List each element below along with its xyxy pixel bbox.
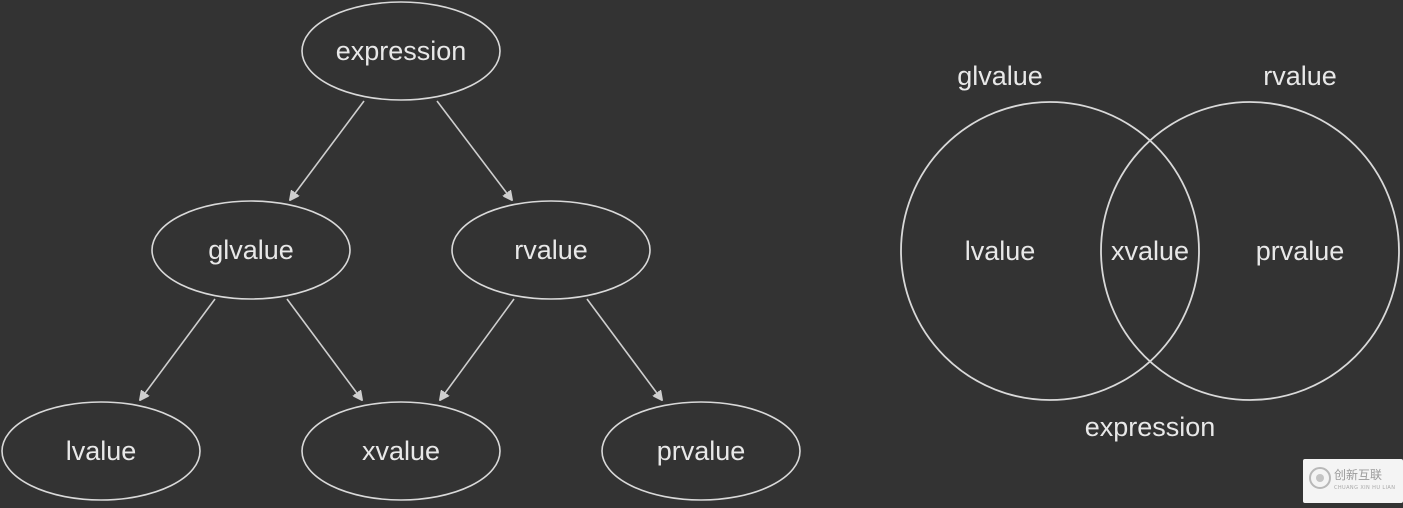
venn-xvalue-label: xvalue [1111,236,1189,266]
venn-prvalue-label: prvalue [1256,236,1345,266]
edge-expression-rvalue [436,100,512,200]
venn-rvalue-label: rvalue [1263,61,1337,91]
node-xvalue: xvalue [301,401,501,501]
edge-rvalue-prvalue [586,298,662,400]
tree-edges [140,100,662,400]
venn-circle-rvalue [1100,101,1400,401]
logo-icon [1309,467,1331,489]
venn-diagram: glvalue rvalue lvalue xvalue prvalue exp… [900,61,1400,442]
venn-circle-glvalue [900,101,1200,401]
node-glvalue-label: glvalue [208,235,294,265]
edge-rvalue-xvalue [440,298,515,400]
node-glvalue: glvalue [151,200,351,300]
watermark-logo: 创新互联 CHUANG XIN HU LIAN [1303,459,1403,503]
node-expression-label: expression [336,36,467,66]
node-prvalue: prvalue [601,401,801,501]
node-rvalue: rvalue [451,200,651,300]
venn-expression-label: expression [1085,412,1216,442]
category-tree: expression glvalue rvalue lvalue xvalue … [1,1,801,501]
venn-glvalue-label: glvalue [957,61,1043,91]
edge-expression-glvalue [290,100,365,200]
node-expression: expression [301,1,501,101]
watermark-subtext: CHUANG XIN HU LIAN [1334,485,1396,491]
edge-glvalue-lvalue [140,298,216,400]
node-xvalue-label: xvalue [362,436,440,466]
node-prvalue-label: prvalue [657,436,746,466]
venn-lvalue-label: lvalue [965,236,1036,266]
watermark-text: 创新互联 [1334,468,1383,482]
node-lvalue: lvalue [1,401,201,501]
node-lvalue-label: lvalue [66,436,137,466]
edge-glvalue-xvalue [286,298,362,400]
node-rvalue-label: rvalue [514,235,588,265]
